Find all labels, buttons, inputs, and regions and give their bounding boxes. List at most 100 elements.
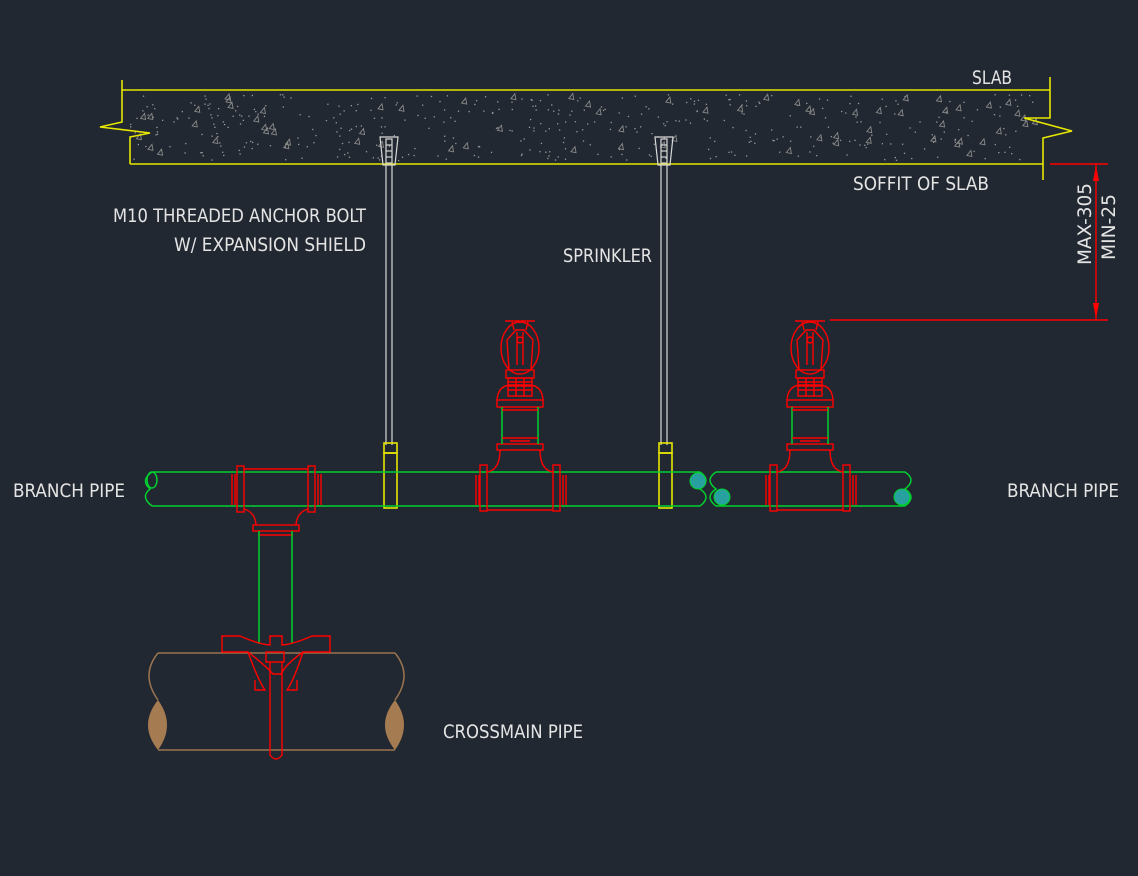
hatch-dot	[651, 132, 653, 135]
hatch-dot	[634, 95, 636, 97]
hatch-dot	[1020, 94, 1023, 96]
hatch-dot	[741, 112, 743, 114]
hatch-dot	[556, 123, 559, 125]
hatch-dot	[237, 105, 239, 108]
hatch-dot	[640, 113, 643, 115]
anchor-bolt-label: M10 THREADED ANCHOR BOLT	[113, 205, 367, 227]
hatch-dot	[297, 137, 299, 139]
hatch-dot	[360, 125, 363, 127]
hatch-dot	[223, 123, 226, 126]
hatch-dot	[483, 110, 485, 112]
hatch-dot	[468, 110, 470, 113]
hatch-aggregate	[805, 105, 812, 113]
hatch-dot	[194, 104, 196, 106]
hatch-dot	[388, 145, 391, 147]
hatch-dot	[954, 141, 957, 143]
hatch-dot	[993, 114, 996, 116]
hatch-dot	[650, 155, 652, 158]
hatch-dot	[474, 103, 476, 106]
hatch-dot	[251, 141, 254, 144]
saddle-outlet-fitting	[221, 635, 331, 760]
hatch-dot	[958, 129, 960, 131]
hatch-dot	[857, 102, 860, 105]
hatch-dot	[430, 95, 433, 98]
hatch-dot	[830, 135, 833, 138]
hatch-dot	[355, 110, 357, 112]
hatch-dot	[639, 126, 642, 128]
hatch-aggregate	[191, 119, 198, 128]
hatch-dot	[534, 105, 537, 107]
hatch-aggregate	[816, 133, 823, 142]
hatch-dot	[223, 154, 225, 157]
hatch-dot	[416, 95, 418, 97]
hatch-dot	[818, 98, 821, 100]
hatch-dot	[207, 104, 209, 107]
hatch-dot	[914, 131, 917, 133]
hatch-dot	[130, 123, 132, 126]
hatch-dot	[971, 120, 973, 122]
hatch-dot	[443, 109, 446, 111]
hatch-dot	[350, 104, 353, 107]
hatch-dot	[725, 94, 727, 96]
hatch-dot	[558, 129, 561, 131]
hatch-dot	[894, 156, 896, 159]
hatch-dot	[931, 134, 933, 136]
hatch-dot	[911, 157, 913, 160]
hatch-dot	[909, 127, 911, 129]
hatch-dot	[433, 116, 435, 118]
hatch-aggregate	[224, 92, 231, 101]
hatch-dot	[201, 133, 203, 136]
hatch-dot	[610, 121, 612, 124]
hatch-dot	[663, 123, 665, 125]
hatch-dot	[714, 140, 716, 143]
hatch-dot	[689, 122, 692, 124]
hatch-dot	[574, 121, 577, 123]
hatch-dot	[255, 111, 257, 113]
hatch-dot	[1015, 130, 1017, 132]
hatch-dot	[232, 115, 234, 117]
hatch-aggregate	[282, 141, 290, 150]
hatch-dot	[672, 103, 674, 105]
hatch-dot	[954, 138, 957, 141]
hatch-dot	[571, 110, 573, 112]
hatch-aggregate	[1021, 119, 1029, 128]
hatch-dot	[530, 98, 532, 101]
hatch-dot	[455, 142, 457, 145]
hatch-dot	[185, 142, 187, 145]
hatch-dot	[600, 106, 603, 108]
hatch-dot	[1005, 134, 1007, 136]
hatch-dot	[532, 105, 534, 107]
hanger-rod-1	[379, 136, 399, 509]
hatch-dot	[949, 100, 951, 103]
sprinkler-label: SPRINKLER	[563, 245, 652, 267]
hatch-dot	[938, 116, 940, 119]
hatch-dot	[134, 132, 136, 134]
hatch-aggregate	[377, 102, 384, 111]
hatch-dot	[176, 117, 178, 119]
hatch-dot	[709, 137, 711, 139]
hatch-dot	[748, 141, 750, 143]
sprinkler-head-2	[765, 320, 857, 512]
hatch-dot	[156, 126, 158, 129]
hatch-aggregate	[193, 105, 201, 113]
hatch-dot	[243, 95, 245, 97]
hatch-dot	[336, 156, 339, 158]
hatch-aggregate	[212, 136, 219, 145]
hatch-aggregate	[227, 101, 234, 110]
hatch-dot	[849, 103, 851, 105]
hatch-aggregate	[941, 106, 949, 114]
hatch-dot	[563, 137, 566, 139]
hatch-dot	[1004, 151, 1006, 154]
hatch-dot	[894, 113, 896, 115]
hatch-dot	[312, 128, 314, 131]
hatch-dot	[535, 109, 537, 111]
hatch-dot	[348, 141, 350, 143]
hatch-dot	[867, 143, 869, 145]
hatch-dot	[638, 147, 640, 150]
hatch-dot	[963, 101, 965, 104]
hatch-dot	[384, 126, 386, 128]
hatch-dot	[520, 154, 523, 157]
hatch-dot	[548, 155, 550, 157]
hatch-dot	[806, 102, 808, 105]
concrete-hatch	[130, 92, 1038, 162]
